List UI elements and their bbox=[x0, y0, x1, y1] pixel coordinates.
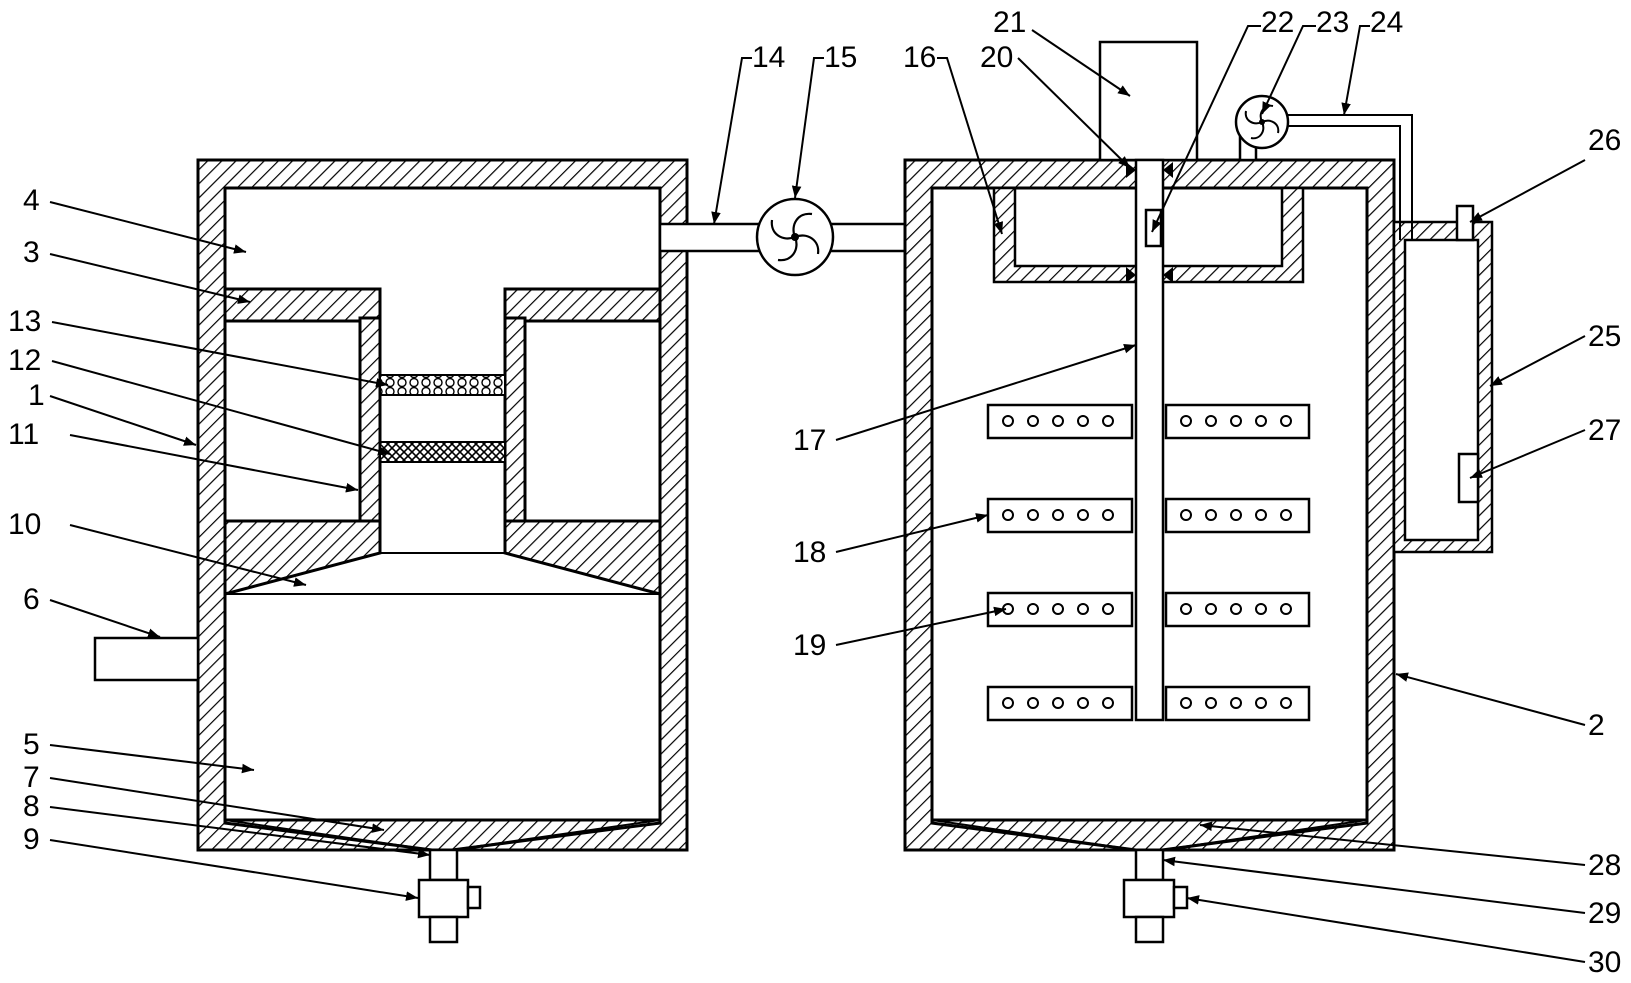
label-30: 30 bbox=[1588, 946, 1621, 979]
label-14: 14 bbox=[752, 41, 785, 74]
label-21: 21 bbox=[993, 6, 1026, 39]
filter-layer-mesh bbox=[379, 441, 506, 463]
labels: 4 3 13 12 1 11 10 6 5 7 8 9 14 15 16 20 … bbox=[8, 6, 1621, 979]
label-10: 10 bbox=[8, 508, 41, 541]
label-3: 3 bbox=[23, 236, 40, 269]
leader-lines bbox=[49, 25, 1586, 963]
label-2: 2 bbox=[1588, 709, 1605, 742]
label-24: 24 bbox=[1370, 6, 1403, 39]
label-15: 15 bbox=[824, 41, 857, 74]
label-23: 23 bbox=[1316, 6, 1349, 39]
filter-layer-beads bbox=[379, 374, 506, 396]
label-16: 16 bbox=[903, 41, 936, 74]
label-26: 26 bbox=[1588, 124, 1621, 157]
label-17: 17 bbox=[793, 424, 826, 457]
label-20: 20 bbox=[980, 41, 1013, 74]
label-11: 11 bbox=[8, 418, 39, 451]
label-5: 5 bbox=[23, 728, 40, 761]
label-28: 28 bbox=[1588, 849, 1621, 882]
label-9: 9 bbox=[23, 823, 40, 856]
label-12: 12 bbox=[8, 344, 41, 377]
air-system bbox=[1234, 94, 1494, 554]
transfer-pipe bbox=[658, 197, 928, 277]
label-18: 18 bbox=[793, 536, 826, 569]
label-22: 22 bbox=[1261, 6, 1294, 39]
right-tank bbox=[903, 40, 1396, 944]
label-13: 13 bbox=[8, 305, 41, 338]
label-19: 19 bbox=[793, 629, 826, 662]
left-tank bbox=[93, 158, 689, 944]
label-7: 7 bbox=[23, 761, 40, 794]
label-4: 4 bbox=[23, 184, 40, 217]
label-6: 6 bbox=[23, 583, 40, 616]
label-1: 1 bbox=[28, 379, 45, 412]
label-8: 8 bbox=[23, 790, 40, 823]
label-25: 25 bbox=[1588, 320, 1621, 353]
label-27: 27 bbox=[1588, 414, 1621, 447]
paddles bbox=[986, 403, 1311, 722]
label-29: 29 bbox=[1588, 897, 1621, 930]
